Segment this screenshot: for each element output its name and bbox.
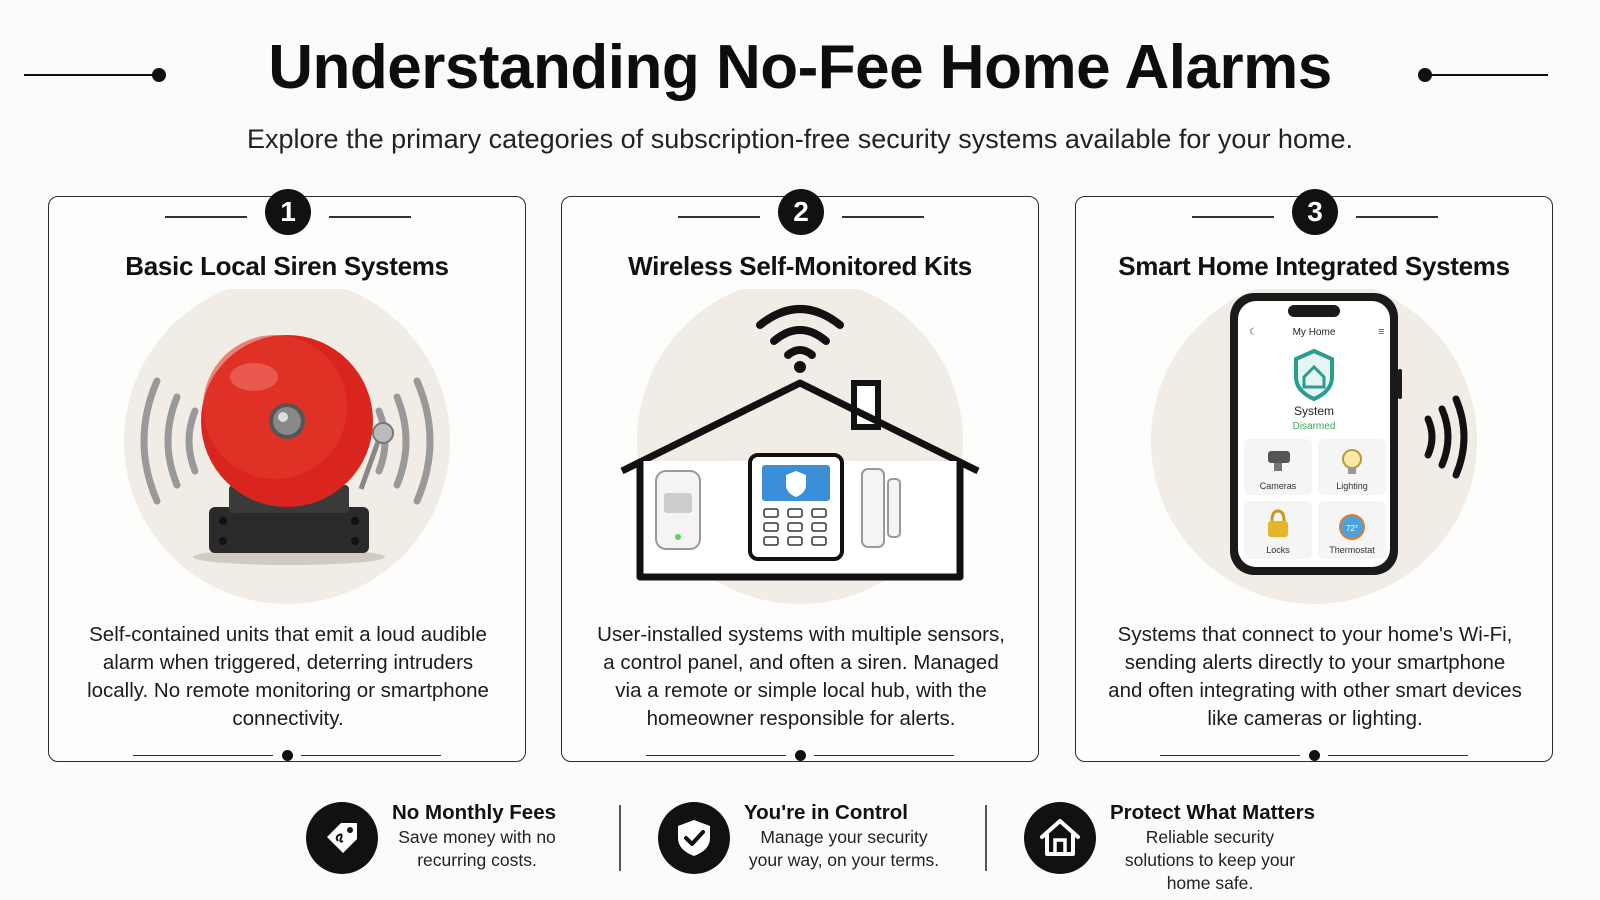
title-rule-right: [1424, 74, 1548, 76]
feature-description: Manage your security your way, on your t…: [748, 827, 940, 870]
number-rule-right: [1356, 216, 1438, 218]
card-number-row: 1: [49, 189, 525, 237]
card-foot-rule-left: [1160, 754, 1300, 756]
card-foot-dot: [1309, 750, 1320, 761]
card-foot-dot: [282, 750, 293, 761]
feature-row: No Monthly Fees Save money with no recur…: [0, 800, 1600, 893]
card-description: Self-contained units that emit a loud au…: [87, 623, 489, 730]
card-title: Basic Local Siren Systems: [125, 251, 449, 281]
card-number-badge: 1: [265, 189, 311, 235]
tile-label: Cameras: [1260, 481, 1297, 491]
category-card-basic-siren: 1 Basic Local Siren Systems Self-contain…: [48, 189, 526, 762]
card-number-badge: 2: [778, 189, 824, 235]
number-rule-left: [678, 216, 760, 218]
card-foot-rule-left: [133, 754, 273, 756]
price-tag-icon: [306, 802, 378, 874]
shield-check-icon: [658, 802, 730, 874]
card-foot-rule-right: [1328, 754, 1468, 756]
card-number-row: 3: [1076, 189, 1552, 237]
thermostat-value: 72°: [1346, 524, 1358, 533]
phone-status-value: Disarmed: [1293, 421, 1336, 432]
title-rule-left: [24, 74, 158, 76]
title-dot-left: [152, 68, 166, 82]
card-description: Systems that connect to your home's Wi-F…: [1108, 623, 1522, 730]
card-description: User-installed systems with multiple sen…: [597, 623, 1005, 730]
number-rule-left: [1192, 216, 1274, 218]
card-foot-rule-left: [646, 754, 786, 756]
svg-text:☾: ☾: [1249, 327, 1258, 338]
svg-text:≡: ≡: [1378, 326, 1384, 338]
card-number-badge: 3: [1292, 189, 1338, 235]
number-rule-left: [165, 216, 247, 218]
tile-label: Locks: [1266, 545, 1290, 555]
phone-status-label: System: [1294, 404, 1334, 418]
number-rule-right: [842, 216, 924, 218]
card-foot-rule-right: [814, 754, 954, 756]
feature-title: No Monthly Fees: [392, 801, 557, 824]
card-foot-rule-right: [301, 754, 441, 756]
page-subtitle: Explore the primary categories of subscr…: [247, 124, 1353, 154]
tile-label: Thermostat: [1329, 545, 1375, 555]
house-icon: [1024, 802, 1096, 874]
feature-description: Save money with no recurring costs.: [398, 827, 556, 870]
page-title: Understanding No-Fee Home Alarms: [268, 33, 1332, 102]
feature-title: You're in Control: [744, 801, 908, 824]
category-card-smart-home: 3 Smart Home Integrated Systems ☾ My Hom…: [1075, 189, 1553, 762]
card-title: Smart Home Integrated Systems: [1118, 251, 1510, 281]
tile-label: Lighting: [1336, 481, 1368, 491]
feature-description: Reliable security solutions to keep your…: [1124, 827, 1296, 893]
category-card-wireless-kits: 2 Wireless Self-Monitored Kits User-inst…: [561, 189, 1039, 762]
feature-separator: [619, 805, 621, 871]
feature-title: Protect What Matters: [1110, 801, 1316, 824]
alarm-bell-icon: [124, 289, 450, 604]
phone-header: My Home: [1293, 327, 1336, 338]
card-foot-dot: [795, 750, 806, 761]
title-dot-right: [1418, 68, 1432, 82]
header: Understanding No-Fee Home Alarms Explore…: [0, 0, 1600, 170]
house-with-wifi-icon: [620, 289, 980, 604]
feature-separator: [985, 805, 987, 871]
smartphone-app-icon: ☾ My Home ≡ System Disarmed 72° Cameras …: [1151, 289, 1477, 604]
card-title: Wireless Self-Monitored Kits: [628, 251, 972, 281]
card-number-row: 2: [562, 189, 1038, 237]
number-rule-right: [329, 216, 411, 218]
